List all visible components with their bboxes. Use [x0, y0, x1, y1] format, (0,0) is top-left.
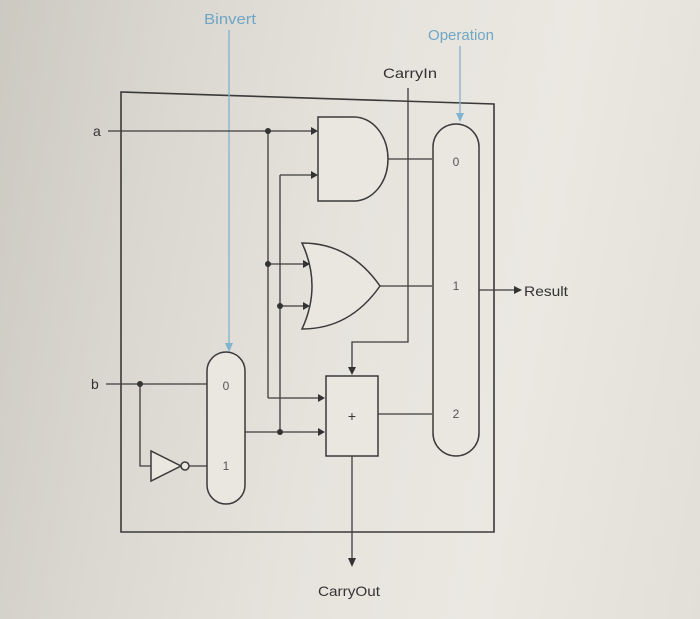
operation-label: Operation: [428, 27, 494, 44]
carryout-arrowhead: [348, 558, 356, 567]
junction-b-bottom: [277, 429, 283, 435]
junction-a-top: [265, 128, 271, 134]
binvert-mux: [206, 351, 246, 505]
or-gate: [300, 242, 381, 330]
and-gate: [317, 116, 389, 202]
carryin-arrowhead: [348, 367, 356, 375]
adder-symbol: +: [348, 408, 356, 424]
input-a-label: a: [93, 123, 101, 139]
result-mux-input-0: 0: [453, 155, 460, 169]
carryin-line: [351, 88, 409, 368]
carryin-label: CarryIn: [383, 65, 437, 81]
operation-arrowhead: [456, 113, 464, 122]
binvert-label: Binvert: [204, 11, 257, 28]
b-to-inverter: [139, 384, 151, 467]
result-label: Result: [524, 283, 568, 299]
arrowhead-and-a: [311, 127, 318, 135]
arrowhead-and-b: [311, 171, 318, 179]
junction-b-or: [277, 303, 283, 309]
junction-a-or: [265, 261, 271, 267]
arrowhead-or-a: [303, 260, 310, 268]
result-arrowhead: [514, 286, 522, 294]
binvert-mux-input-0: 0: [223, 379, 230, 393]
inverter-bubble: [180, 461, 190, 471]
carryout-label: CarryOut: [318, 583, 380, 599]
result-mux-input-1: 1: [453, 279, 460, 293]
alu-outer-box: [120, 91, 495, 533]
arrowhead-or-b: [303, 302, 310, 310]
inverter-gate: [150, 449, 183, 483]
input-b-label: b: [91, 376, 99, 392]
binvert-arrowhead: [225, 343, 233, 352]
arrowhead-adder-b: [318, 428, 325, 436]
arrowhead-adder-a: [318, 394, 325, 402]
binvert-mux-input-1: 1: [223, 459, 230, 473]
result-mux-input-2: 2: [453, 407, 460, 421]
